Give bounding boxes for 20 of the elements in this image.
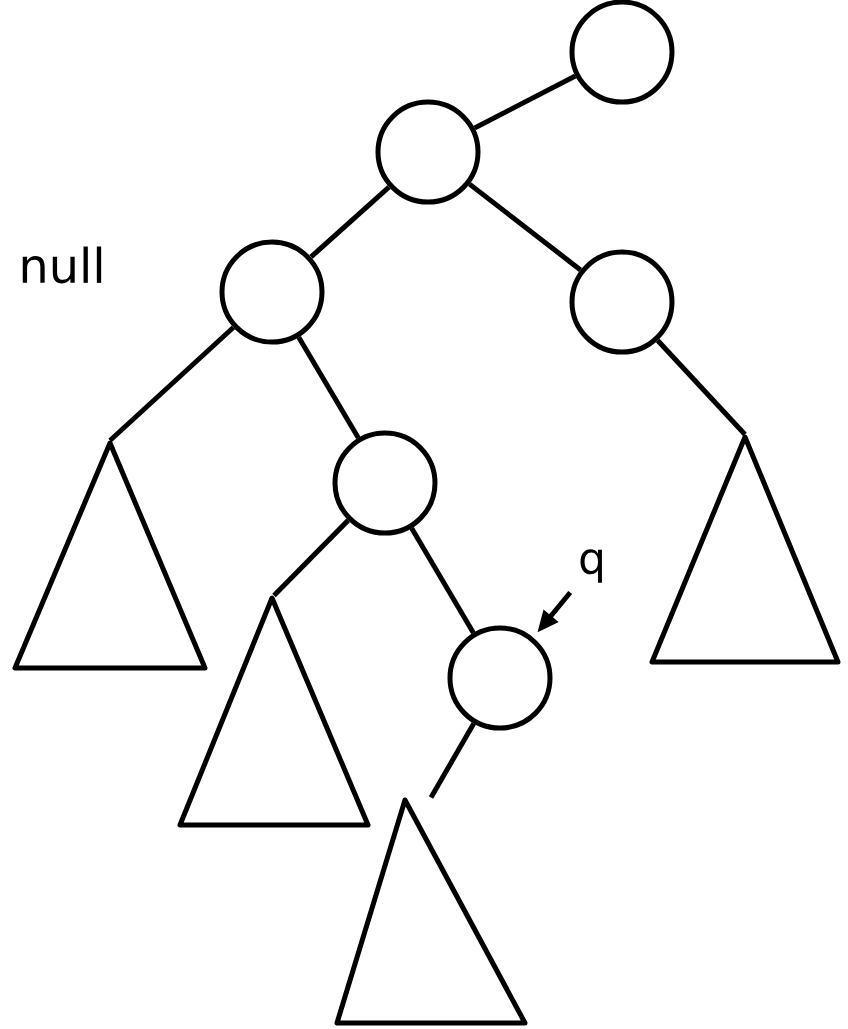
tree-edge [428, 722, 476, 799]
tree-edge [309, 185, 391, 259]
tree-edge [108, 325, 235, 443]
tree-node-circle [447, 625, 553, 731]
subtree-triangle [334, 797, 528, 1026]
node-label: q [580, 549, 602, 583]
tree-node-circle [332, 430, 438, 536]
tree-node-circle [219, 239, 325, 345]
tree-node-circle [569, 249, 675, 355]
tree-edge [409, 526, 476, 635]
tree-edge [468, 182, 582, 272]
null-label: null [22, 246, 102, 284]
subtree-triangle [649, 434, 841, 665]
tree-edge [296, 335, 361, 440]
tree-edge [473, 73, 577, 131]
subtree-triangle [12, 440, 208, 671]
tree-node-circle [375, 99, 481, 205]
tree-edge [272, 518, 350, 598]
subtree-triangle [177, 595, 371, 828]
tree-edge [655, 338, 747, 437]
